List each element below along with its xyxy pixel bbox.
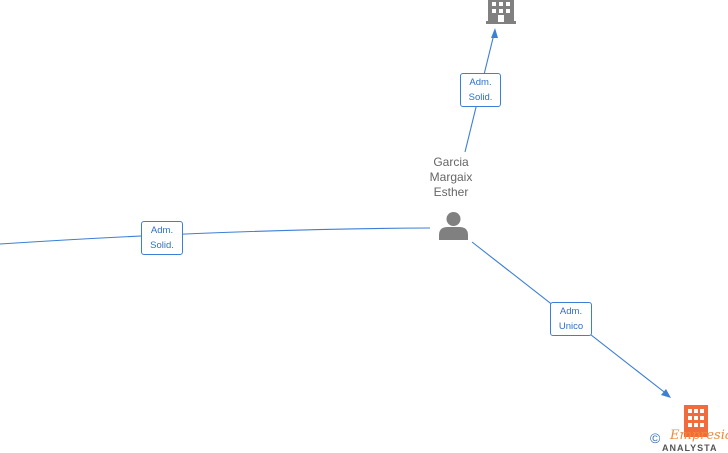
building-icon bbox=[684, 405, 708, 437]
person-icon bbox=[439, 212, 468, 240]
edge-left-line[interactable] bbox=[0, 227, 431, 245]
person-name[interactable]: Garcia Margaix Esther bbox=[406, 155, 496, 200]
company-bottom-right-node[interactable] bbox=[684, 405, 708, 437]
building-icon bbox=[486, 0, 516, 24]
edge-top-label-line2: Solid. bbox=[468, 92, 493, 103]
edge-top-label[interactable]: Adm. Solid. bbox=[460, 73, 501, 107]
edge-top-arrow bbox=[491, 28, 498, 38]
edge-bottom-right-label-line1: Adm. bbox=[559, 306, 583, 317]
edge-top-label-line1: Adm. bbox=[469, 77, 492, 88]
edge-left-label[interactable]: Adm. Solid. bbox=[141, 221, 183, 255]
brand-logo-subtext: ANALYSTA bbox=[662, 443, 718, 453]
company-top-node[interactable] bbox=[486, 0, 516, 24]
person-node[interactable] bbox=[439, 211, 468, 240]
copyright-symbol: © bbox=[650, 430, 661, 446]
edge-left-label-line2: Solid. bbox=[150, 240, 174, 251]
edge-left-label-line1: Adm. bbox=[150, 225, 174, 236]
person-name-line1: Garcia bbox=[433, 155, 469, 169]
brand-logo-text: Empresia bbox=[670, 428, 728, 443]
person-name-line2: Margaix bbox=[429, 170, 473, 184]
edge-bottom-right-arrow bbox=[661, 389, 671, 398]
edge-bottom-right-label-line2: Unico bbox=[558, 321, 584, 332]
edge-bottom-right-label[interactable]: Adm. Unico bbox=[550, 302, 592, 336]
person-name-line3: Esther bbox=[433, 185, 469, 199]
